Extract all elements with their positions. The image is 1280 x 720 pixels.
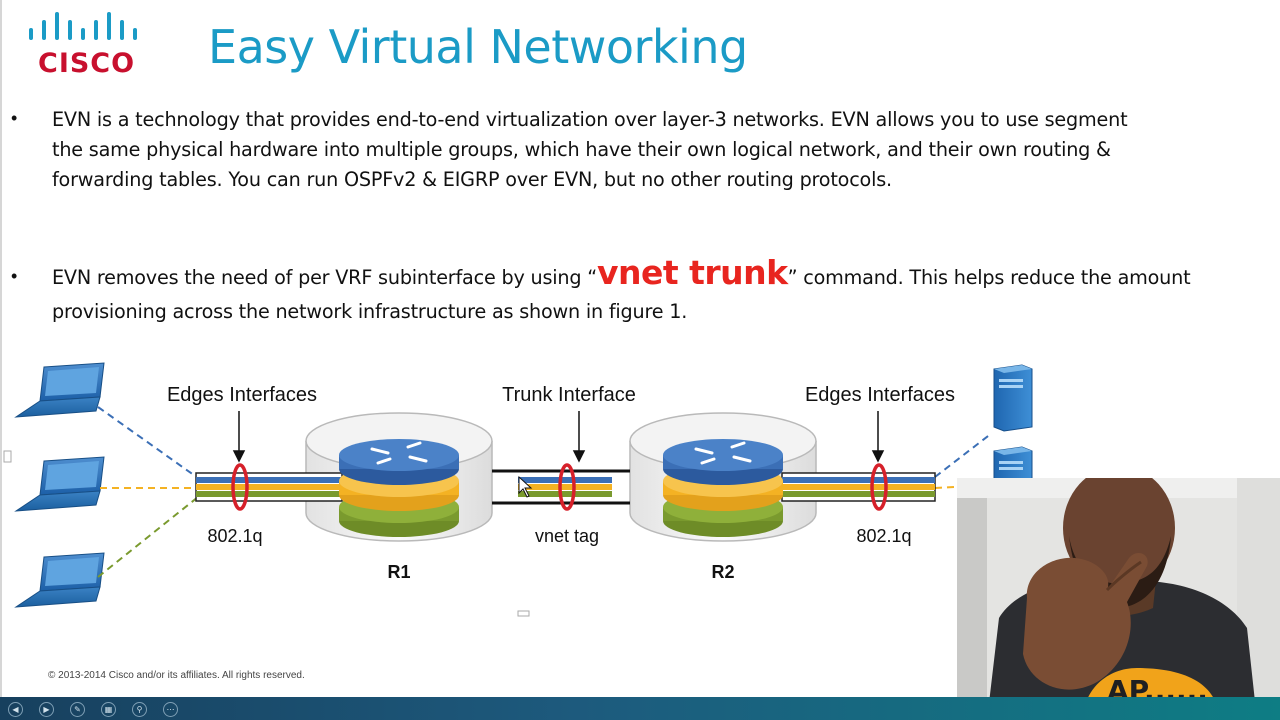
link-server1 — [934, 432, 993, 478]
laptop-icon-1 — [14, 362, 105, 418]
selection-handle[interactable] — [3, 450, 12, 463]
more-icon: ⋯ — [166, 705, 175, 714]
link-laptop3 — [97, 496, 199, 578]
label-vnet-tag: vnet tag — [535, 526, 599, 546]
bullet2-text-post: ” command. This helps reduce the amount … — [52, 266, 1191, 323]
pen-tool-button[interactable]: ✎ — [70, 702, 85, 717]
label-edges-interfaces-left: Edges Interfaces — [167, 384, 317, 406]
router-r2-icon — [663, 439, 783, 537]
slides-icon: ▦ — [104, 705, 113, 714]
ring-edge-right — [870, 463, 888, 511]
bullet-marker: • — [11, 266, 18, 286]
link-laptop1 — [97, 406, 199, 479]
label-r1: R1 — [387, 562, 410, 582]
server-icon-1 — [993, 364, 1033, 432]
presentation-controls-bar: ◀ ▶ ✎ ▦ ⚲ ⋯ — [0, 697, 1280, 720]
bullet2-text-pre: EVN removes the need of per VRF subinter… — [52, 266, 597, 289]
label-trunk-interface: Trunk Interface — [502, 384, 636, 406]
label-edges-interfaces-right: Edges Interfaces — [805, 384, 955, 406]
label-8021q-left: 802.1q — [207, 526, 262, 546]
presenter-video-frame: AP...... — [957, 478, 1280, 720]
selection-handle[interactable] — [517, 610, 530, 617]
zoom-icon: ⚲ — [136, 705, 143, 714]
next-slide-button[interactable]: ▶ — [39, 702, 54, 717]
laptop-icon-3 — [14, 552, 105, 608]
slide-title: Easy Virtual Networking — [208, 20, 748, 74]
bullet-evn-technology: EVN is a technology that provides end-to… — [52, 108, 1128, 191]
ring-trunk — [558, 463, 576, 511]
cisco-bars-icon — [29, 12, 137, 40]
cisco-logo-text: CISCO — [38, 48, 136, 79]
slide-edge — [0, 0, 2, 700]
evn-network-diagram: Edges Interfaces Trunk Interface Edges I… — [3, 362, 1033, 617]
cisco-logo: CISCO — [20, 8, 160, 80]
pen-icon: ✎ — [74, 705, 81, 714]
presenter-webcam: AP...... — [957, 478, 1280, 720]
prev-slide-button[interactable]: ◀ — [8, 702, 23, 717]
copyright-footer: © 2013-2014 Cisco and/or its affiliates.… — [48, 670, 305, 681]
bullet-marker: • — [11, 108, 18, 128]
label-r2: R2 — [711, 562, 734, 582]
more-options-button[interactable]: ⋯ — [163, 702, 178, 717]
mouse-cursor-icon — [518, 475, 533, 498]
vnet-trunk-highlight: vnet trunk — [596, 253, 788, 292]
ring-edge-left — [231, 463, 249, 511]
router-r1-icon — [339, 439, 459, 537]
prev-icon: ◀ — [12, 705, 19, 714]
next-icon: ▶ — [43, 705, 50, 714]
laptop-icon-2 — [14, 456, 105, 512]
edge-bundle-right — [781, 472, 936, 502]
label-8021q-right: 802.1q — [856, 526, 911, 546]
edge-bundle-left — [195, 472, 343, 502]
zoom-button[interactable]: ⚲ — [132, 702, 147, 717]
pointer-arrows — [232, 411, 885, 463]
see-all-slides-button[interactable]: ▦ — [101, 702, 116, 717]
bullet-vnet-trunk: EVN removes the need of per VRF subinter… — [52, 256, 1202, 329]
